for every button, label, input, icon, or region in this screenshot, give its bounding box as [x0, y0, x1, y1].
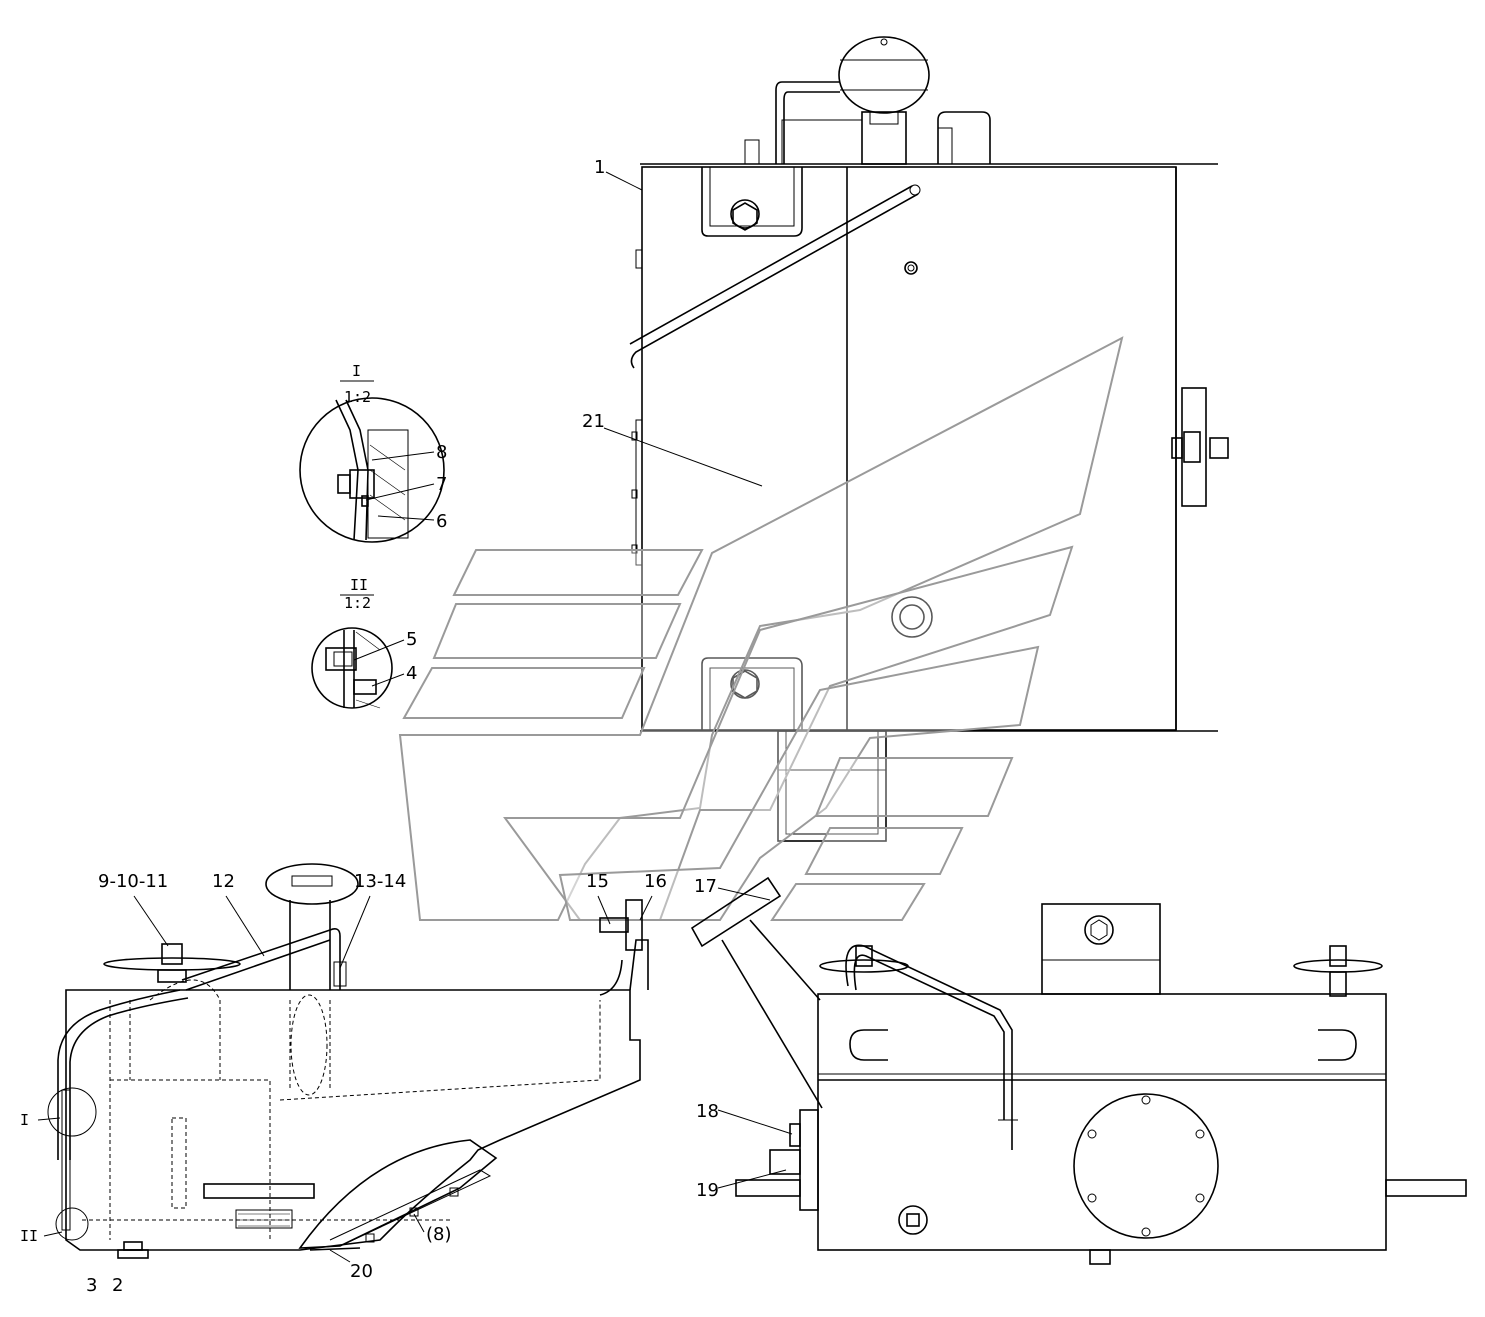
- tank-side-view: [47, 863, 649, 1259]
- callout-labels: 1 21 8 7 6 5 4 9-10-11 12 13-14 15 16 17…: [20, 157, 719, 1296]
- callout-15: 15: [586, 871, 609, 892]
- callout-1: 1: [594, 157, 605, 178]
- detail-I-scale: 1:2: [344, 388, 371, 406]
- callout-3: 3: [86, 1275, 97, 1296]
- detail-II-view: [311, 594, 393, 709]
- callout-12: 12: [212, 871, 235, 892]
- callout-4: 4: [406, 663, 417, 684]
- callout-18: 18: [696, 1101, 719, 1122]
- callout-17: 17: [694, 876, 717, 897]
- tank-top-view: [629, 36, 1229, 842]
- callout-8: 8: [436, 442, 447, 463]
- callout-19: 19: [696, 1180, 719, 1201]
- watermark-logo: [398, 336, 1124, 921]
- detail-I-view: [299, 380, 445, 543]
- callout-13-14: 13-14: [354, 871, 406, 892]
- marker-I: I: [20, 1111, 29, 1129]
- callout-16: 16: [644, 871, 667, 892]
- callout-9-10-11: 9-10-11: [98, 871, 168, 892]
- callout-8-paren: (8): [426, 1224, 452, 1245]
- marker-II: II: [20, 1227, 38, 1245]
- leader-lines: [37, 171, 793, 1263]
- detail-II-title: II: [350, 576, 368, 594]
- callout-6: 6: [436, 511, 447, 532]
- callout-7: 7: [436, 474, 447, 495]
- callout-5: 5: [406, 629, 417, 650]
- callout-21: 21: [582, 411, 605, 432]
- tank-front-view: [690, 876, 1467, 1265]
- callout-2: 2: [112, 1275, 123, 1296]
- detail-II-scale: 1:2: [344, 594, 371, 612]
- callout-20: 20: [350, 1261, 373, 1282]
- filler-cap: [838, 36, 930, 165]
- detail-I-title: I: [352, 362, 361, 380]
